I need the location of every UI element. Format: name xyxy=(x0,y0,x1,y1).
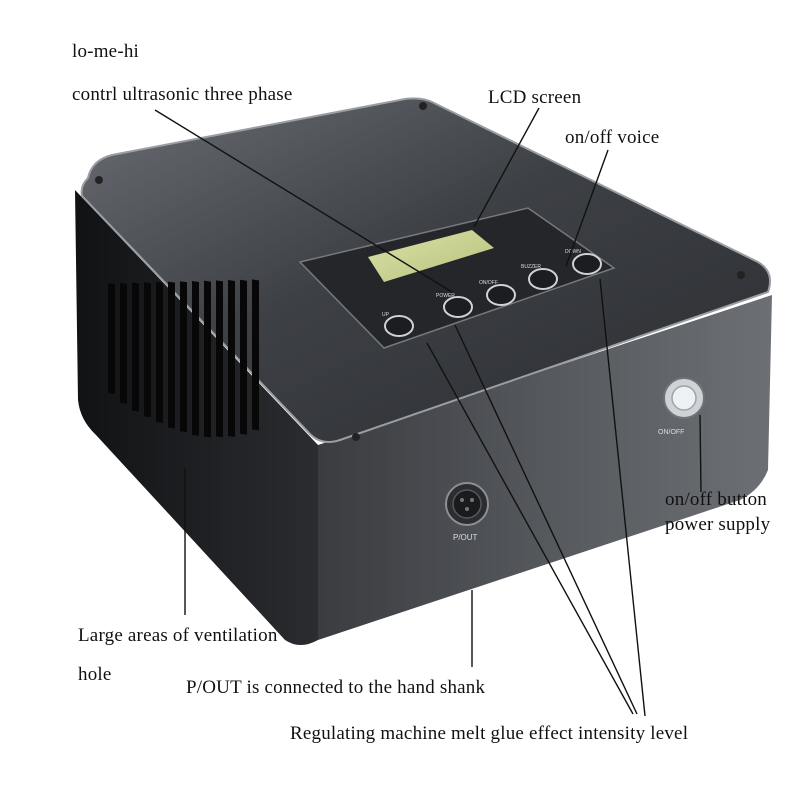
p-out-connector: P/OUT xyxy=(445,482,489,542)
callout-power-supply: power supply xyxy=(665,514,771,535)
panel-button: UP xyxy=(382,312,414,337)
callout-regulating: Regulating machine melt glue effect inte… xyxy=(290,723,689,744)
screw xyxy=(352,433,360,441)
screw xyxy=(95,176,103,184)
power-switch: ON/OFF xyxy=(658,377,705,436)
callout-on-off-voice: on/off voice xyxy=(565,127,660,148)
panel-button: ON/OFF xyxy=(479,280,516,306)
svg-text:ON/OFF: ON/OFF xyxy=(658,429,684,436)
svg-text:ON/OFF: ON/OFF xyxy=(479,280,498,286)
callout-p-out: P/OUT is connected to the hand shank xyxy=(186,677,486,698)
svg-text:DOWN: DOWN xyxy=(565,249,581,255)
svg-text:BUZZER: BUZZER xyxy=(521,264,541,270)
svg-text:POWER: POWER xyxy=(436,293,455,299)
svg-text:P/OUT: P/OUT xyxy=(453,533,478,542)
control-panel xyxy=(298,207,616,349)
panel-button: BUZZER xyxy=(521,264,558,290)
callout-lcd-screen: LCD screen xyxy=(488,87,582,108)
lcd-screen xyxy=(368,230,494,282)
screw xyxy=(419,102,427,110)
callout-on-off-button: on/off button xyxy=(665,489,767,510)
callout-three-phase-control: contrl ultrasonic three phase xyxy=(72,84,293,105)
callout-lines xyxy=(154,107,702,717)
svg-text:UP: UP xyxy=(382,312,390,318)
callout-ventilation-hole: hole xyxy=(78,664,112,685)
panel-button: POWER xyxy=(436,293,473,318)
callout-lo-me-hi: lo-me-hi xyxy=(72,41,140,62)
panel-button: DOWN xyxy=(565,249,602,275)
callout-ventilation: Large areas of ventilation xyxy=(78,625,278,646)
screw xyxy=(737,271,745,279)
ventilation-slots xyxy=(108,279,259,438)
device-front-side xyxy=(318,295,772,640)
